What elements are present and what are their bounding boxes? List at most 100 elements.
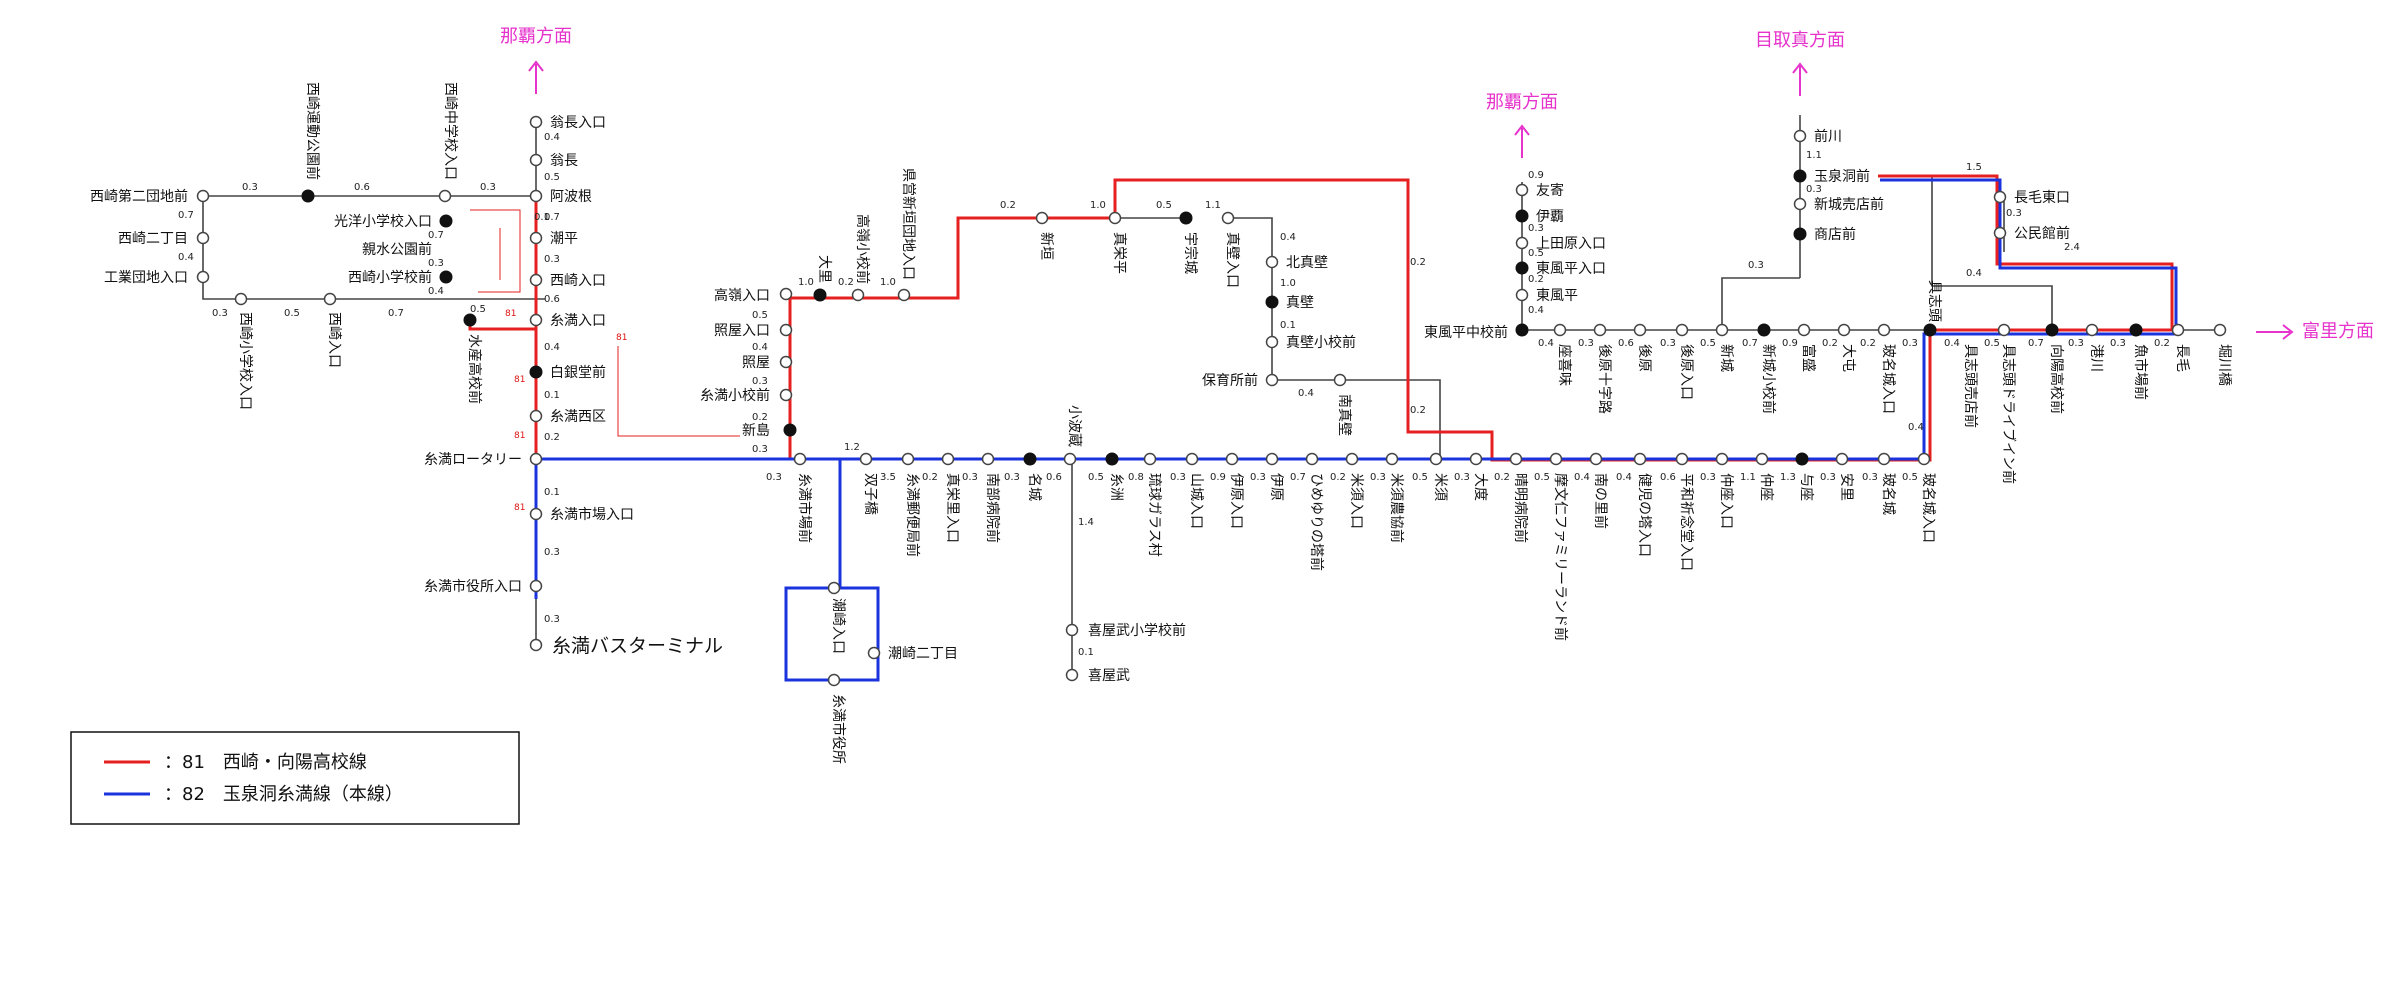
distance-label: 0.3	[1250, 472, 1266, 483]
distance-label: 0.4	[178, 252, 194, 263]
station-label: 前川	[1814, 128, 1842, 145]
route-81-guide	[470, 209, 740, 437]
distance-label: 0.4	[752, 342, 768, 353]
station-label: 県営新垣団地入口	[900, 168, 916, 280]
station-label: 81	[505, 309, 516, 319]
station-label: 具志頭売店前	[1962, 344, 1979, 428]
station-label: 与座	[1798, 473, 1814, 501]
distance-label: 0.6	[1618, 338, 1634, 349]
station-label: 摩文仁ファミリーランド前	[1552, 473, 1569, 641]
station-label: 琉球ガラス村	[1146, 473, 1162, 557]
station-label: 双子橋	[862, 473, 878, 515]
distance-label: 0.3	[1660, 338, 1676, 349]
station-label: 照屋入口	[714, 323, 770, 339]
distance-label: 0.2	[1822, 338, 1838, 349]
station-label: 座喜味	[1556, 344, 1572, 386]
distance-label: 0.3	[242, 182, 258, 193]
station-label: 名城	[1026, 473, 1042, 501]
station-label: 阿波根	[550, 189, 592, 205]
station-label: 具志頭	[1926, 280, 1942, 322]
dir-medoruma: 目取真方面	[1755, 30, 1845, 51]
station-label: 新垣	[1038, 232, 1054, 260]
distance-label: 0.7	[428, 230, 444, 241]
station-label: 上田原入口	[1536, 236, 1606, 252]
station-label: 玻名城	[1880, 473, 1896, 515]
distance-label: 0.4	[1908, 422, 1924, 433]
distance-label: 0.7	[544, 212, 560, 223]
station-label: 米須入口	[1348, 473, 1364, 529]
station-label: 後原	[1636, 344, 1652, 372]
distance-label: 0.3	[1170, 472, 1186, 483]
station-label: 糸満西区	[550, 409, 606, 425]
station-label: 西崎入口	[550, 273, 606, 289]
station-label: 後原十字路	[1596, 344, 1612, 414]
distance-label: 0.5	[1534, 472, 1550, 483]
distance-label: 0.7	[2028, 338, 2044, 349]
station-label: 南部病院前	[984, 473, 1001, 543]
station-label: 東風平中校前	[1424, 324, 1508, 341]
distance-label: 0.2	[1410, 257, 1426, 268]
station-label: 糸満ロータリー	[424, 452, 522, 468]
direction-arrows	[528, 60, 2294, 340]
station-label: 糸満市役所	[830, 694, 847, 764]
distance-label: 0.6	[544, 294, 560, 305]
station-label: 糸満小校前	[700, 387, 770, 404]
station-label: 健児の塔入口	[1636, 473, 1652, 557]
station-label: 長毛	[2174, 344, 2190, 372]
distance-label: 0.3	[1806, 184, 1822, 195]
station-label: 具志頭ドライブイン前	[2000, 344, 2017, 484]
distance-label: 0.2	[2154, 338, 2170, 349]
distance-label: 0.9	[1782, 338, 1798, 349]
distance-label: 1.0	[880, 277, 896, 288]
station-label: 工業団地入口	[104, 270, 188, 286]
distance-label: 0.7	[178, 210, 194, 221]
distance-label: 0.5	[1700, 338, 1716, 349]
station-label: 玉泉洞前	[1814, 168, 1870, 185]
station-label: 平和祈念堂入口	[1678, 473, 1695, 571]
station-label: 後原入口	[1678, 344, 1694, 400]
distance-label: 0.6	[354, 182, 370, 193]
station-label: 伊原入口	[1228, 473, 1244, 529]
distance-label: 0.7	[1742, 338, 1758, 349]
station-label: 新城売店前	[1814, 196, 1884, 213]
dir-tomigusuku: 富里方面	[2302, 321, 2374, 342]
station-label: 伊覇	[1536, 209, 1564, 225]
station-label: 安里	[1838, 473, 1854, 501]
distance-label: 0.4	[544, 342, 560, 353]
distance-label: 0.4	[1280, 232, 1296, 243]
station-label: 西崎中学校入口	[442, 82, 459, 180]
distance-label: 0.2	[1860, 338, 1876, 349]
distance-label: 0.3	[544, 254, 560, 265]
distance-label: 0.4	[1574, 472, 1590, 483]
station-label: 玻名城入口	[1920, 473, 1936, 543]
station-label: 白銀堂前	[550, 364, 606, 381]
distance-label: 0.1	[544, 390, 560, 401]
station-label: 米須	[1432, 473, 1448, 501]
station-label: 伊原	[1268, 473, 1284, 501]
station-label: 糸満市場入口	[550, 506, 634, 523]
station-label: 81	[514, 375, 525, 385]
distance-label: 0.3	[1528, 223, 1544, 234]
distance-label: 0.1	[1280, 320, 1296, 331]
station-label: 富盛	[1800, 344, 1817, 372]
distance-label: 0.5	[1528, 248, 1544, 259]
distance-label: 1.3	[1780, 472, 1796, 483]
legend-label-82: ：82 玉泉洞糸満線（本線）	[164, 784, 403, 805]
distance-label: 0.2	[1410, 405, 1426, 416]
station-label: 公民館前	[2014, 225, 2070, 242]
distance-label: 0.3	[1454, 472, 1470, 483]
station-label: 保育所前	[1202, 372, 1258, 389]
station-label: 西崎第二団地前	[90, 188, 188, 205]
distance-label: 0.2	[752, 412, 768, 423]
distance-label: 0.6	[1660, 472, 1676, 483]
distance-label: 0.5	[1156, 200, 1172, 211]
distance-label: 3.5	[880, 472, 896, 483]
station-label: 真壁	[1286, 295, 1314, 311]
station-label: 向陽高校前	[2048, 344, 2065, 414]
distance-label: 0.5	[752, 310, 768, 321]
distance-label: 0.5	[1088, 472, 1104, 483]
station-label: 西崎運動公園前	[304, 82, 321, 180]
distance-label: 1.5	[1966, 162, 1982, 173]
dir-naha-left: 那覇方面	[500, 26, 572, 47]
station-label: 潮平	[550, 231, 578, 247]
